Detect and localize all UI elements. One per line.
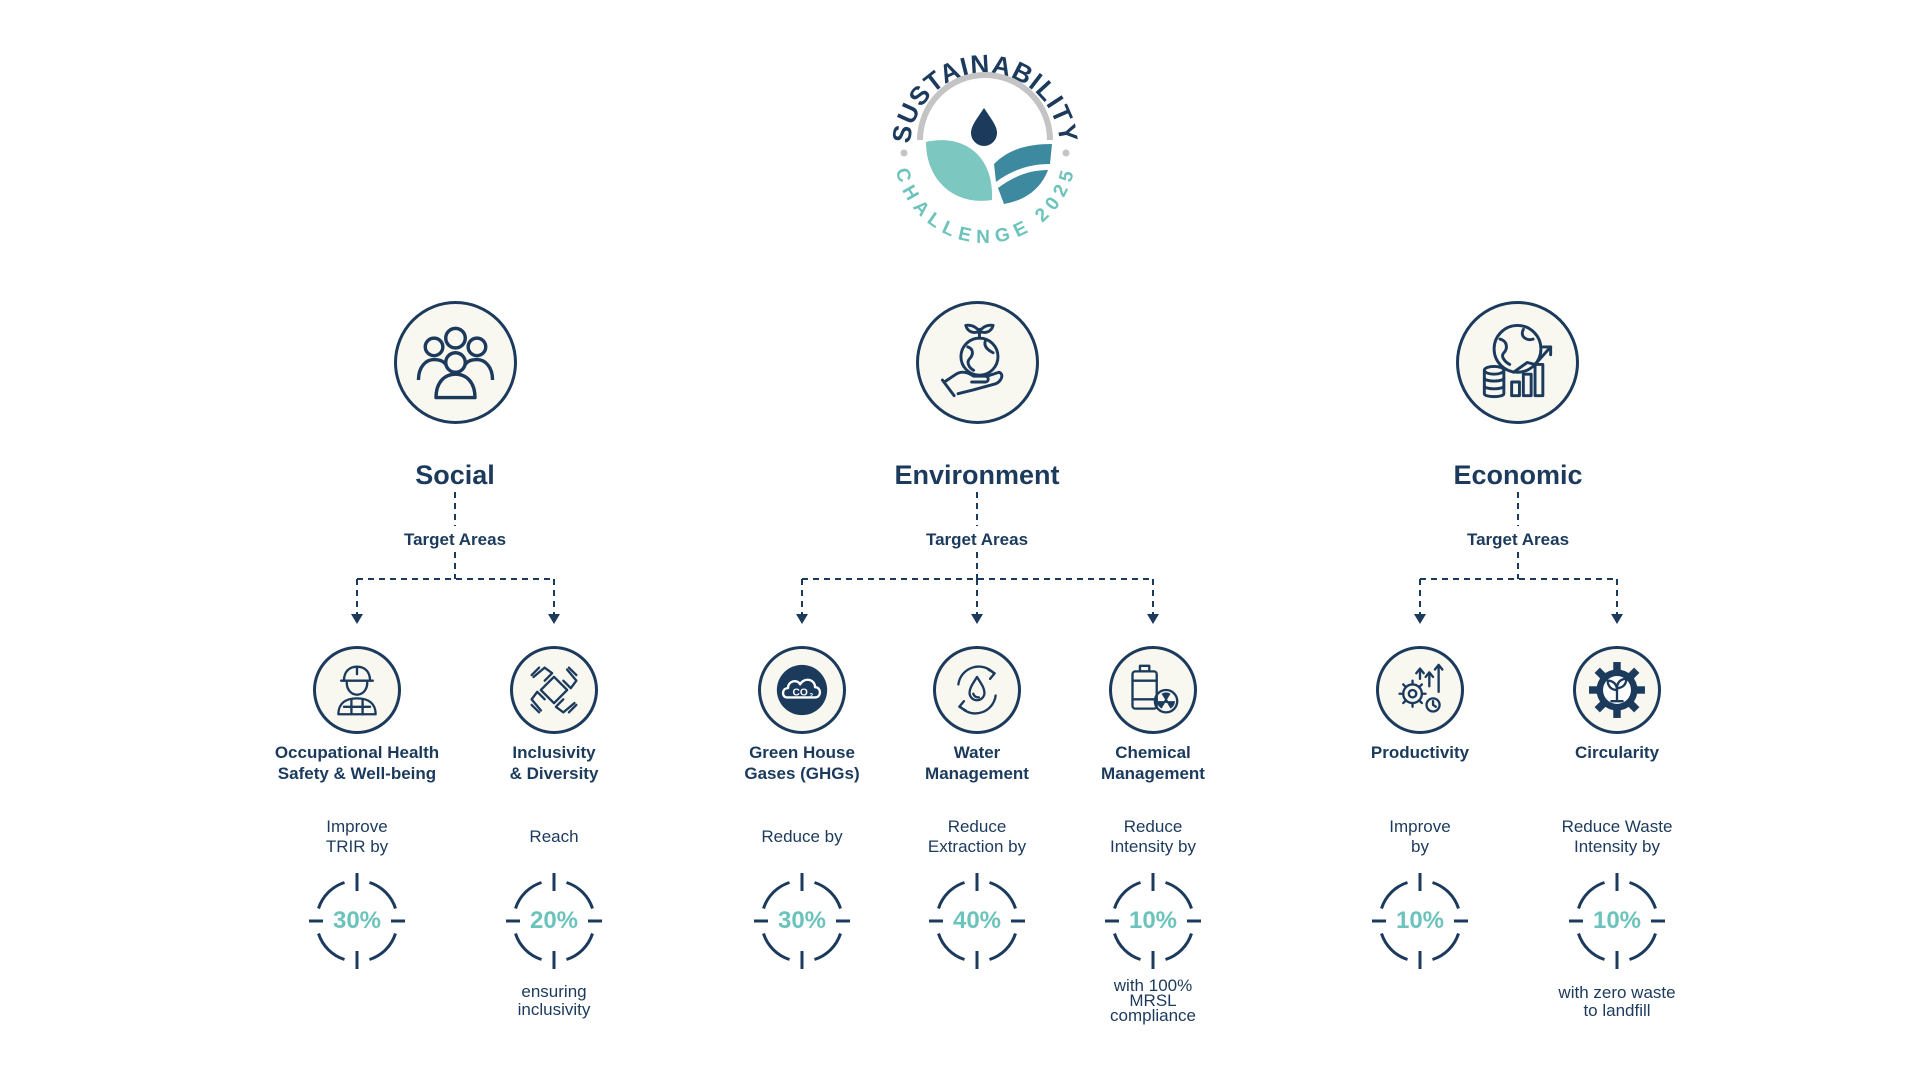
area-icon-water	[933, 646, 1021, 734]
pillar-title-economic: Economic	[1453, 460, 1583, 490]
water-drop-icon	[971, 108, 997, 146]
action-ghg: Reduce by	[761, 827, 843, 846]
pillar-title-social: Social	[415, 460, 495, 490]
area-label-chemical: Chemical Management	[1101, 743, 1205, 783]
area-icon-inclusivity	[510, 646, 598, 734]
action-occupational-health: Improve TRIR by	[325, 817, 389, 856]
globe-coins-growth-icon	[1482, 323, 1553, 399]
sustainability-logo: SUSTAINABILITY CHALLENGE 2025	[886, 49, 1083, 248]
area-label-circularity: Circularity	[1574, 743, 1660, 762]
chemical-barrel-icon	[1131, 664, 1179, 714]
area-icon-ghg: CO 2	[758, 646, 846, 734]
pillar-icon-economic	[1456, 301, 1579, 424]
svg-text:CO: CO	[792, 688, 807, 699]
pillar-icon-environment	[916, 301, 1039, 424]
area-icon-occupational-health	[313, 646, 401, 734]
water-cycle-icon	[957, 665, 997, 715]
percent-productivity: 10%	[1395, 907, 1445, 934]
gear-sprout-icon	[1589, 662, 1645, 718]
field-stripe-bottom	[998, 170, 1048, 204]
field-stripe-top	[994, 144, 1052, 182]
target-areas-environment: Target Areas	[925, 530, 1029, 549]
action-chemical: Reduce Intensity by	[1110, 817, 1196, 856]
target-areas-economic: Target Areas	[1466, 530, 1570, 549]
co2-cloud-icon: CO 2	[776, 664, 828, 716]
area-icon-circularity	[1573, 646, 1661, 734]
area-label-ghg: Green House Gases (GHGs)	[744, 743, 860, 783]
logo-dot-right	[1062, 149, 1070, 157]
earth-in-hand-icon	[940, 323, 1004, 398]
area-label-occupational-health: Occupational Health Safety & Well-being	[274, 743, 440, 783]
logo-dot-left	[900, 149, 908, 157]
joined-hands-icon	[530, 666, 578, 714]
action-inclusivity: Reach	[529, 827, 579, 846]
people-group-icon	[416, 326, 495, 400]
area-icon-chemical	[1109, 646, 1197, 734]
area-label-inclusivity: Inclusivity & Diversity	[509, 743, 599, 783]
svg-text:2: 2	[810, 692, 814, 699]
percent-circularity: 10%	[1592, 907, 1642, 934]
area-icon-productivity	[1376, 646, 1464, 734]
percent-inclusivity: 20%	[529, 907, 579, 934]
area-label-water: Water Management	[925, 743, 1029, 783]
area-label-productivity: Productivity	[1370, 743, 1470, 762]
note-circularity: with zero waste to landfill	[1558, 983, 1676, 1020]
percent-chemical: 10%	[1128, 907, 1178, 934]
logo-gray-arc	[917, 72, 1053, 141]
gears-growth-icon	[1398, 663, 1444, 713]
target-areas-social: Target Areas	[403, 530, 507, 549]
pillar-icon-social	[394, 301, 517, 424]
action-productivity: Improve by	[1389, 817, 1451, 856]
action-circularity: Reduce Waste Intensity by	[1561, 817, 1673, 856]
percent-water: 40%	[952, 907, 1002, 934]
note-chemical: with 100% MRSL compliance	[1110, 976, 1196, 1025]
percent-ghg: 30%	[777, 907, 827, 934]
worker-hardhat-icon	[337, 665, 377, 716]
action-water: Reduce Extraction by	[927, 817, 1027, 856]
pillar-title-environment: Environment	[894, 460, 1060, 490]
leaf-icon	[926, 140, 993, 201]
percent-occupational-health: 30%	[332, 907, 382, 934]
note-inclusivity: ensuring inclusivity	[517, 982, 591, 1019]
